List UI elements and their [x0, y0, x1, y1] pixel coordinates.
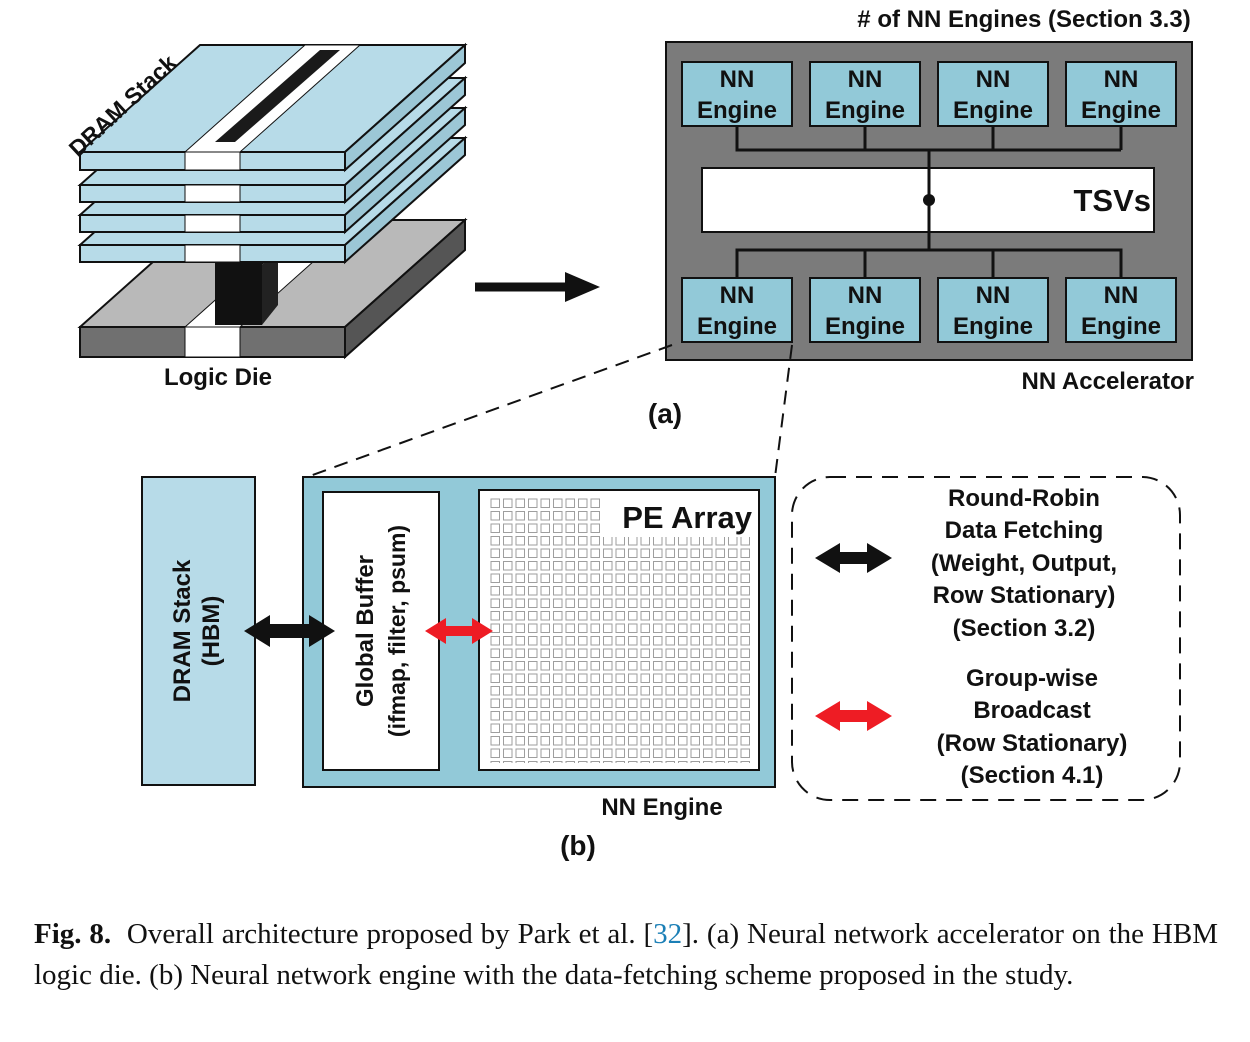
- legend-black-text: Round-Robin Data Fetching (Weight, Outpu…: [931, 485, 1117, 642]
- engine-label-line1: NN: [976, 282, 1011, 309]
- engine-label-line2: Engine: [953, 313, 1033, 340]
- engine-label-line1: NN: [848, 66, 883, 93]
- legend-black-arrow: [815, 543, 892, 573]
- panel-b-label: (b): [560, 830, 596, 861]
- legend-red-line2: Broadcast: [973, 697, 1090, 724]
- nn-engines-count-label: # of NN Engines (Section 3.3): [857, 6, 1190, 33]
- engine-label-line2: Engine: [825, 97, 905, 124]
- nn-engine-box: NN Engine: [1065, 61, 1177, 127]
- nn-engine-box: NN Engine: [937, 61, 1049, 127]
- engine-label-line1: NN: [720, 66, 755, 93]
- legend-red-line3: (Row Stationary): [937, 730, 1128, 757]
- legend-black-line2: Data Fetching: [945, 517, 1104, 544]
- caption-lead: Fig. 8.: [34, 918, 112, 950]
- nn-engine-box: NN Engine: [681, 277, 793, 343]
- pe-array-label-bg: [600, 495, 752, 537]
- caption-text-before-ref: Overall architecture proposed by Park et…: [126, 918, 654, 950]
- engine-bus-lines: [735, 126, 1123, 278]
- engine-label-line2: Engine: [1081, 97, 1161, 124]
- nn-engine-box: NN Engine: [809, 277, 921, 343]
- engine-label-line1: NN: [720, 282, 755, 309]
- engine-label-line2: Engine: [825, 313, 905, 340]
- panel-a-label: (a): [648, 398, 682, 429]
- nn-engine-box: NN Engine: [681, 61, 793, 127]
- dram-hbm-label-line2: (HBM): [198, 596, 225, 667]
- right-arrow: [475, 272, 600, 302]
- red-double-arrow: [425, 618, 493, 644]
- nn-engine-box: NN Engine: [809, 61, 921, 127]
- engine-label-line2: Engine: [953, 97, 1033, 124]
- legend-black-line5: (Section 3.2): [953, 615, 1096, 642]
- global-buffer-label-line1: Global Buffer: [352, 555, 379, 707]
- legend-red-text: Group-wise Broadcast (Row Stationary) (S…: [937, 665, 1128, 789]
- engine-label-line1: NN: [1104, 66, 1139, 93]
- tsv-node: [923, 194, 935, 206]
- pe-array-label: PE Array: [622, 500, 753, 535]
- black-double-arrow: [244, 615, 335, 647]
- caption-reference-link[interactable]: 32: [653, 918, 683, 950]
- global-buffer-box: [322, 491, 440, 771]
- dram-hbm-label-line1: DRAM Stack: [169, 559, 196, 702]
- engine-label-line2: Engine: [1081, 313, 1161, 340]
- engine-label-line2: Engine: [697, 313, 777, 340]
- nn-engine-box: NN Engine: [937, 277, 1049, 343]
- legend-black-line3: (Weight, Output,: [931, 550, 1117, 577]
- logic-die-label: Logic Die: [164, 364, 272, 391]
- dram-stack-3d: [77, 42, 468, 360]
- pe-grid: [489, 497, 751, 763]
- engine-label-line1: NN: [848, 282, 883, 309]
- engine-label-line2: Engine: [697, 97, 777, 124]
- tsv-label: TSVs: [1073, 183, 1151, 218]
- legend-red-line1: Group-wise: [966, 665, 1098, 692]
- engine-label-line1: NN: [976, 66, 1011, 93]
- zoom-lines: [306, 344, 793, 478]
- caption-text-after-ref: ]. (a) Neural network accelerator on the…: [34, 918, 1218, 991]
- dram-hbm-box: [141, 476, 256, 786]
- engine-label-line1: NN: [1104, 282, 1139, 309]
- nn-engine-box: NN Engine: [1065, 277, 1177, 343]
- nn-accelerator-label: NN Accelerator: [1021, 368, 1194, 395]
- dram-layer-top: [77, 42, 468, 173]
- figure-caption: Fig. 8. Overall architecture proposed by…: [34, 914, 1218, 996]
- architecture-figure: DRAM Stack Logic Die # of NN Engines (Se…: [64, 6, 1194, 861]
- legend-red-line4: (Section 4.1): [961, 762, 1104, 789]
- legend-box: [791, 476, 1181, 801]
- legend-black-line4: Row Stationary): [933, 582, 1116, 609]
- nn-engine-label: NN Engine: [601, 794, 722, 821]
- legend-red-arrow: [815, 701, 892, 731]
- legend-black-line1: Round-Robin: [948, 485, 1100, 512]
- global-buffer-label-line2: (ifmap, filter, psum): [384, 525, 410, 737]
